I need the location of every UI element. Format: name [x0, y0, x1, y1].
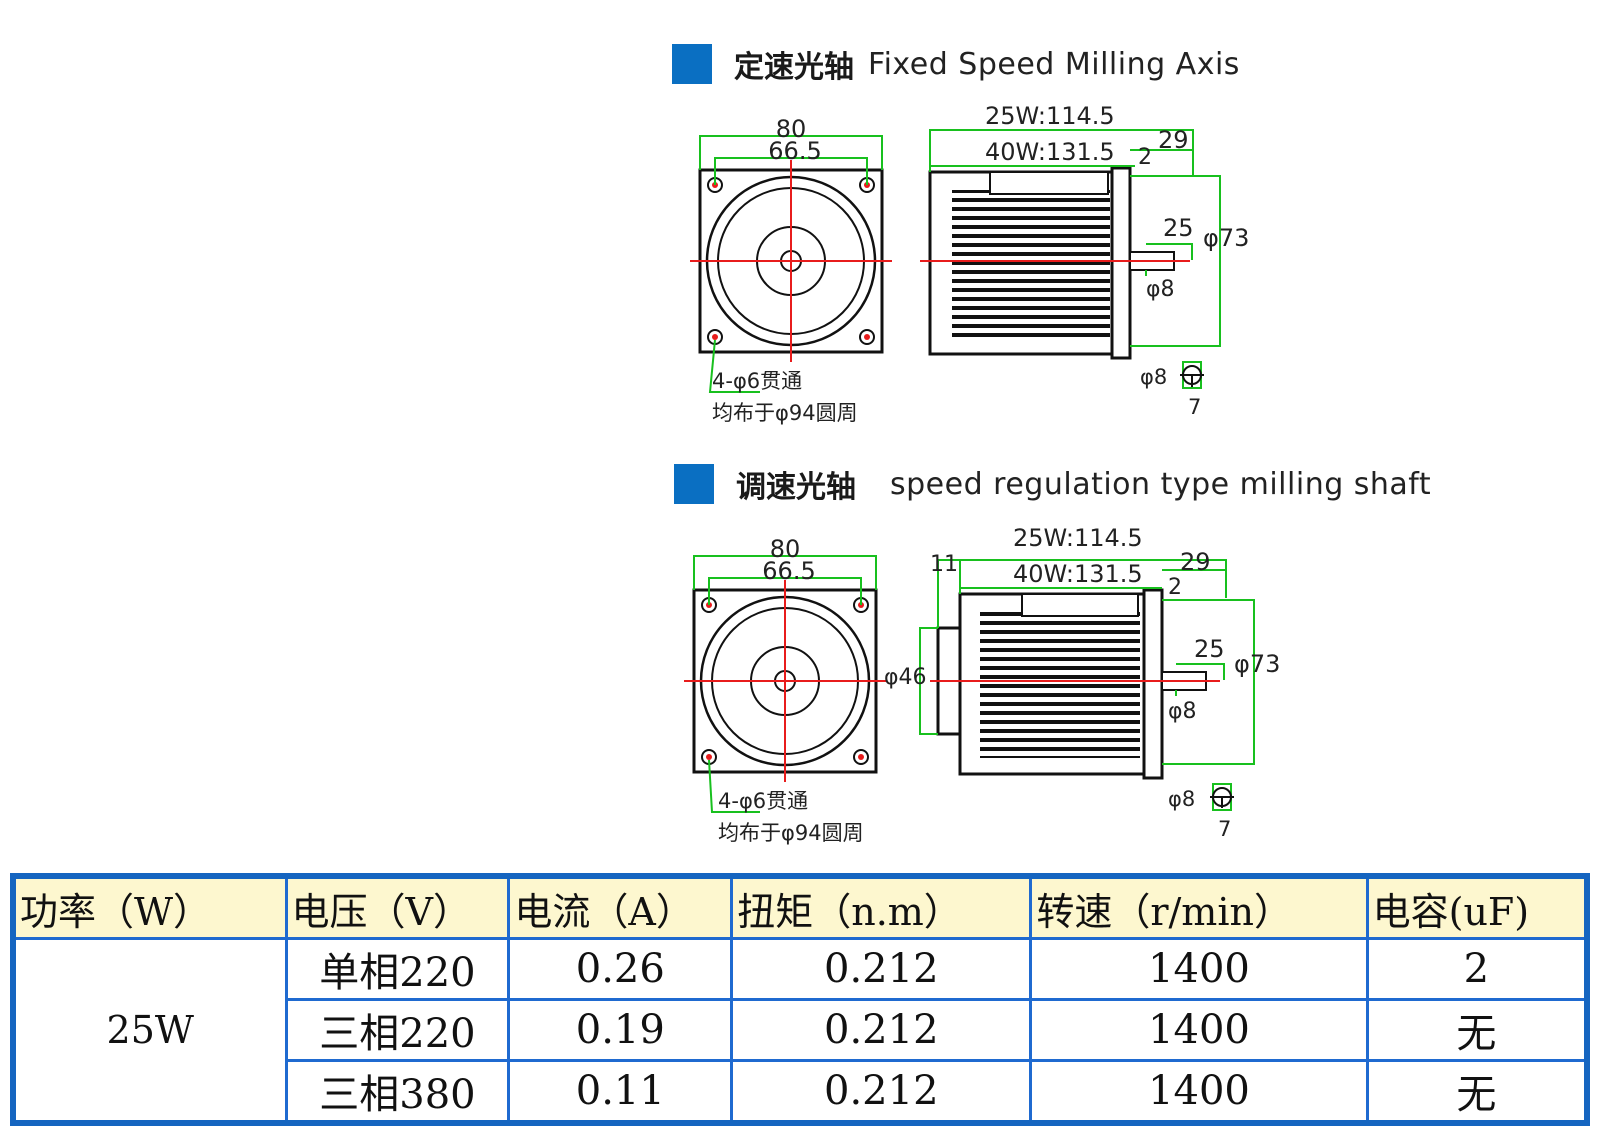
hole-note-2: 均布于φ94圆周	[718, 821, 864, 845]
header-capacitor: 电容(uF)	[1365, 874, 1589, 940]
table-row: 25W 单相220 0.26 0.212 1400 2	[11, 937, 1589, 1125]
dim-body-diameter: φ73	[1203, 224, 1249, 252]
cell-power: 25W	[11, 937, 288, 1125]
dim-rear: 11	[930, 552, 958, 577]
dim-flange: 2	[1138, 145, 1152, 170]
hole-note-2: 均布于φ94圆周	[712, 401, 858, 425]
header-current: 电流（A）	[507, 874, 734, 940]
cell-capacitor: 无	[1365, 1059, 1589, 1125]
dim-flange: 2	[1168, 575, 1182, 600]
cooling-fins	[980, 612, 1140, 758]
side-view-fixed: 25W:114.5 40W:131.5 29 2 25 φ73 φ8 φ8 7	[920, 102, 1249, 419]
cell-speed: 1400	[1029, 998, 1369, 1062]
header-torque: 扭矩（n.m）	[730, 874, 1033, 940]
spec-table: 功率（W） 电压（V） 电流（A） 扭矩（n.m） 转速（r/min） 电容(u…	[10, 873, 1590, 1126]
cooling-fins	[952, 190, 1110, 338]
dim-shaft-length: 25	[1163, 214, 1194, 242]
flange-plate	[1142, 588, 1164, 780]
cell-voltage: 三相220	[284, 998, 511, 1062]
dim-rear-diameter: φ46	[884, 665, 927, 690]
table-row: 三相380 0.11 0.212 1400 无	[13, 1059, 1589, 1125]
cell-capacitor: 2	[1365, 937, 1589, 1001]
cell-speed: 1400	[1029, 1059, 1369, 1125]
hole-note-1: 4-φ6贯通	[718, 789, 808, 813]
cell-voltage: 三相380	[284, 1059, 511, 1125]
table-header-row: 功率（W） 电压（V） 电流（A） 扭矩（n.m） 转速（r/min） 电容(u…	[11, 874, 1589, 940]
dim-40w-length: 40W:131.5	[985, 138, 1115, 166]
dimension-lines	[699, 135, 883, 393]
dim-25w-length: 25W:114.5	[985, 102, 1115, 130]
section-heading-fixed-speed: 定速光轴 Fixed Speed Milling Axis	[672, 42, 1240, 86]
hole-note-1: 4-φ6贯通	[712, 369, 802, 393]
header-voltage: 电压（V）	[284, 874, 511, 940]
blue-square-marker	[672, 44, 712, 84]
dim-25w-length: 25W:114.5	[1013, 524, 1143, 552]
side-dimension-lines	[929, 129, 1221, 389]
heading-en: Fixed Speed Milling Axis	[868, 46, 1240, 82]
heading-zh: 调速光轴	[736, 470, 856, 505]
cell-torque: 0.212	[730, 998, 1033, 1062]
dim-shaft-diameter: φ8	[1168, 699, 1197, 724]
header-power: 功率（W）	[11, 874, 288, 940]
cell-speed: 1400	[1029, 937, 1369, 1001]
dim-key-diameter: φ8	[1140, 365, 1167, 389]
section-heading-speed-regulation: 调速光轴 speed regulation type milling shaft	[674, 462, 1431, 506]
cell-current: 0.11	[507, 1059, 734, 1125]
side-view-speed-regulation: 11 25W:114.5 40W:131.5 29 2 25 φ73 φ46 φ…	[884, 524, 1280, 841]
flange-plate	[1110, 166, 1132, 360]
cell-current: 0.26	[507, 937, 734, 1001]
blue-square-marker	[674, 464, 714, 504]
dim-shaft-diameter: φ8	[1146, 277, 1175, 302]
dim-shaft-length: 25	[1194, 635, 1225, 663]
dim-key-width: 7	[1188, 395, 1201, 419]
dim-40w-length: 40W:131.5	[1013, 560, 1143, 588]
cell-torque: 0.212	[730, 1059, 1033, 1125]
front-view-fixed: 80 66.5 4-φ6贯通 均布于φ94圆周	[690, 115, 892, 425]
front-view-speed-regulation: 80 66.5 4-φ6贯通 均布于φ94圆周	[684, 535, 886, 845]
dim-shaft-total: 29	[1180, 548, 1211, 576]
centerlines	[690, 160, 892, 362]
dim-inner: 66.5	[768, 137, 821, 165]
dim-body-diameter: φ73	[1234, 650, 1280, 678]
table-row: 三相220 0.19 0.212 1400 无	[13, 998, 1589, 1062]
header-speed: 转速（r/min）	[1029, 874, 1369, 940]
cell-capacitor: 无	[1365, 998, 1589, 1062]
terminal-box	[1021, 593, 1139, 617]
dim-inner: 66.5	[762, 557, 815, 585]
heading-zh: 定速光轴	[734, 50, 854, 85]
dim-outer: 80	[770, 535, 801, 563]
cell-voltage: 单相220	[284, 937, 511, 1001]
dim-key-width: 7	[1218, 817, 1231, 841]
cell-current: 0.19	[507, 998, 734, 1062]
dim-outer: 80	[776, 115, 807, 143]
terminal-box	[989, 171, 1109, 195]
cell-torque: 0.212	[730, 937, 1033, 1001]
dim-key-diameter: φ8	[1168, 787, 1195, 811]
dim-shaft-total: 29	[1158, 126, 1189, 154]
heading-en: speed regulation type milling shaft	[890, 466, 1432, 502]
